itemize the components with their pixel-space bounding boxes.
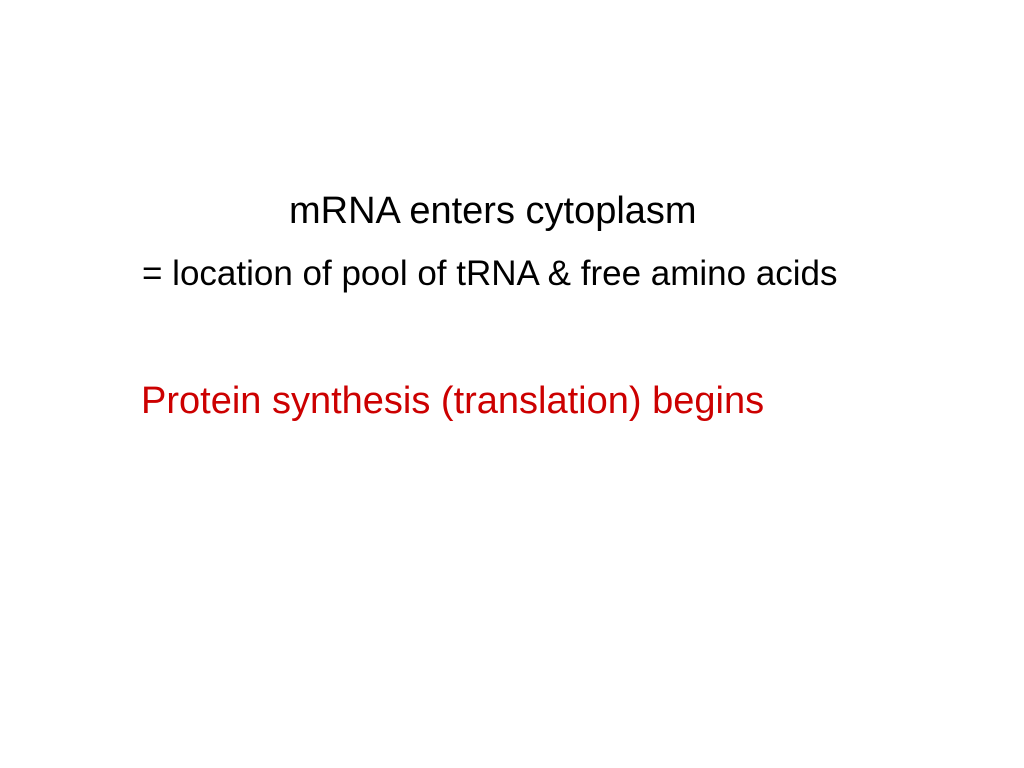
subtext-location-description: = location of pool of tRNA & free amino …	[142, 254, 838, 293]
heading-mrna-enters-cytoplasm: mRNA enters cytoplasm	[289, 190, 697, 232]
highlight-protein-synthesis: Protein synthesis (translation) begins	[141, 380, 765, 422]
